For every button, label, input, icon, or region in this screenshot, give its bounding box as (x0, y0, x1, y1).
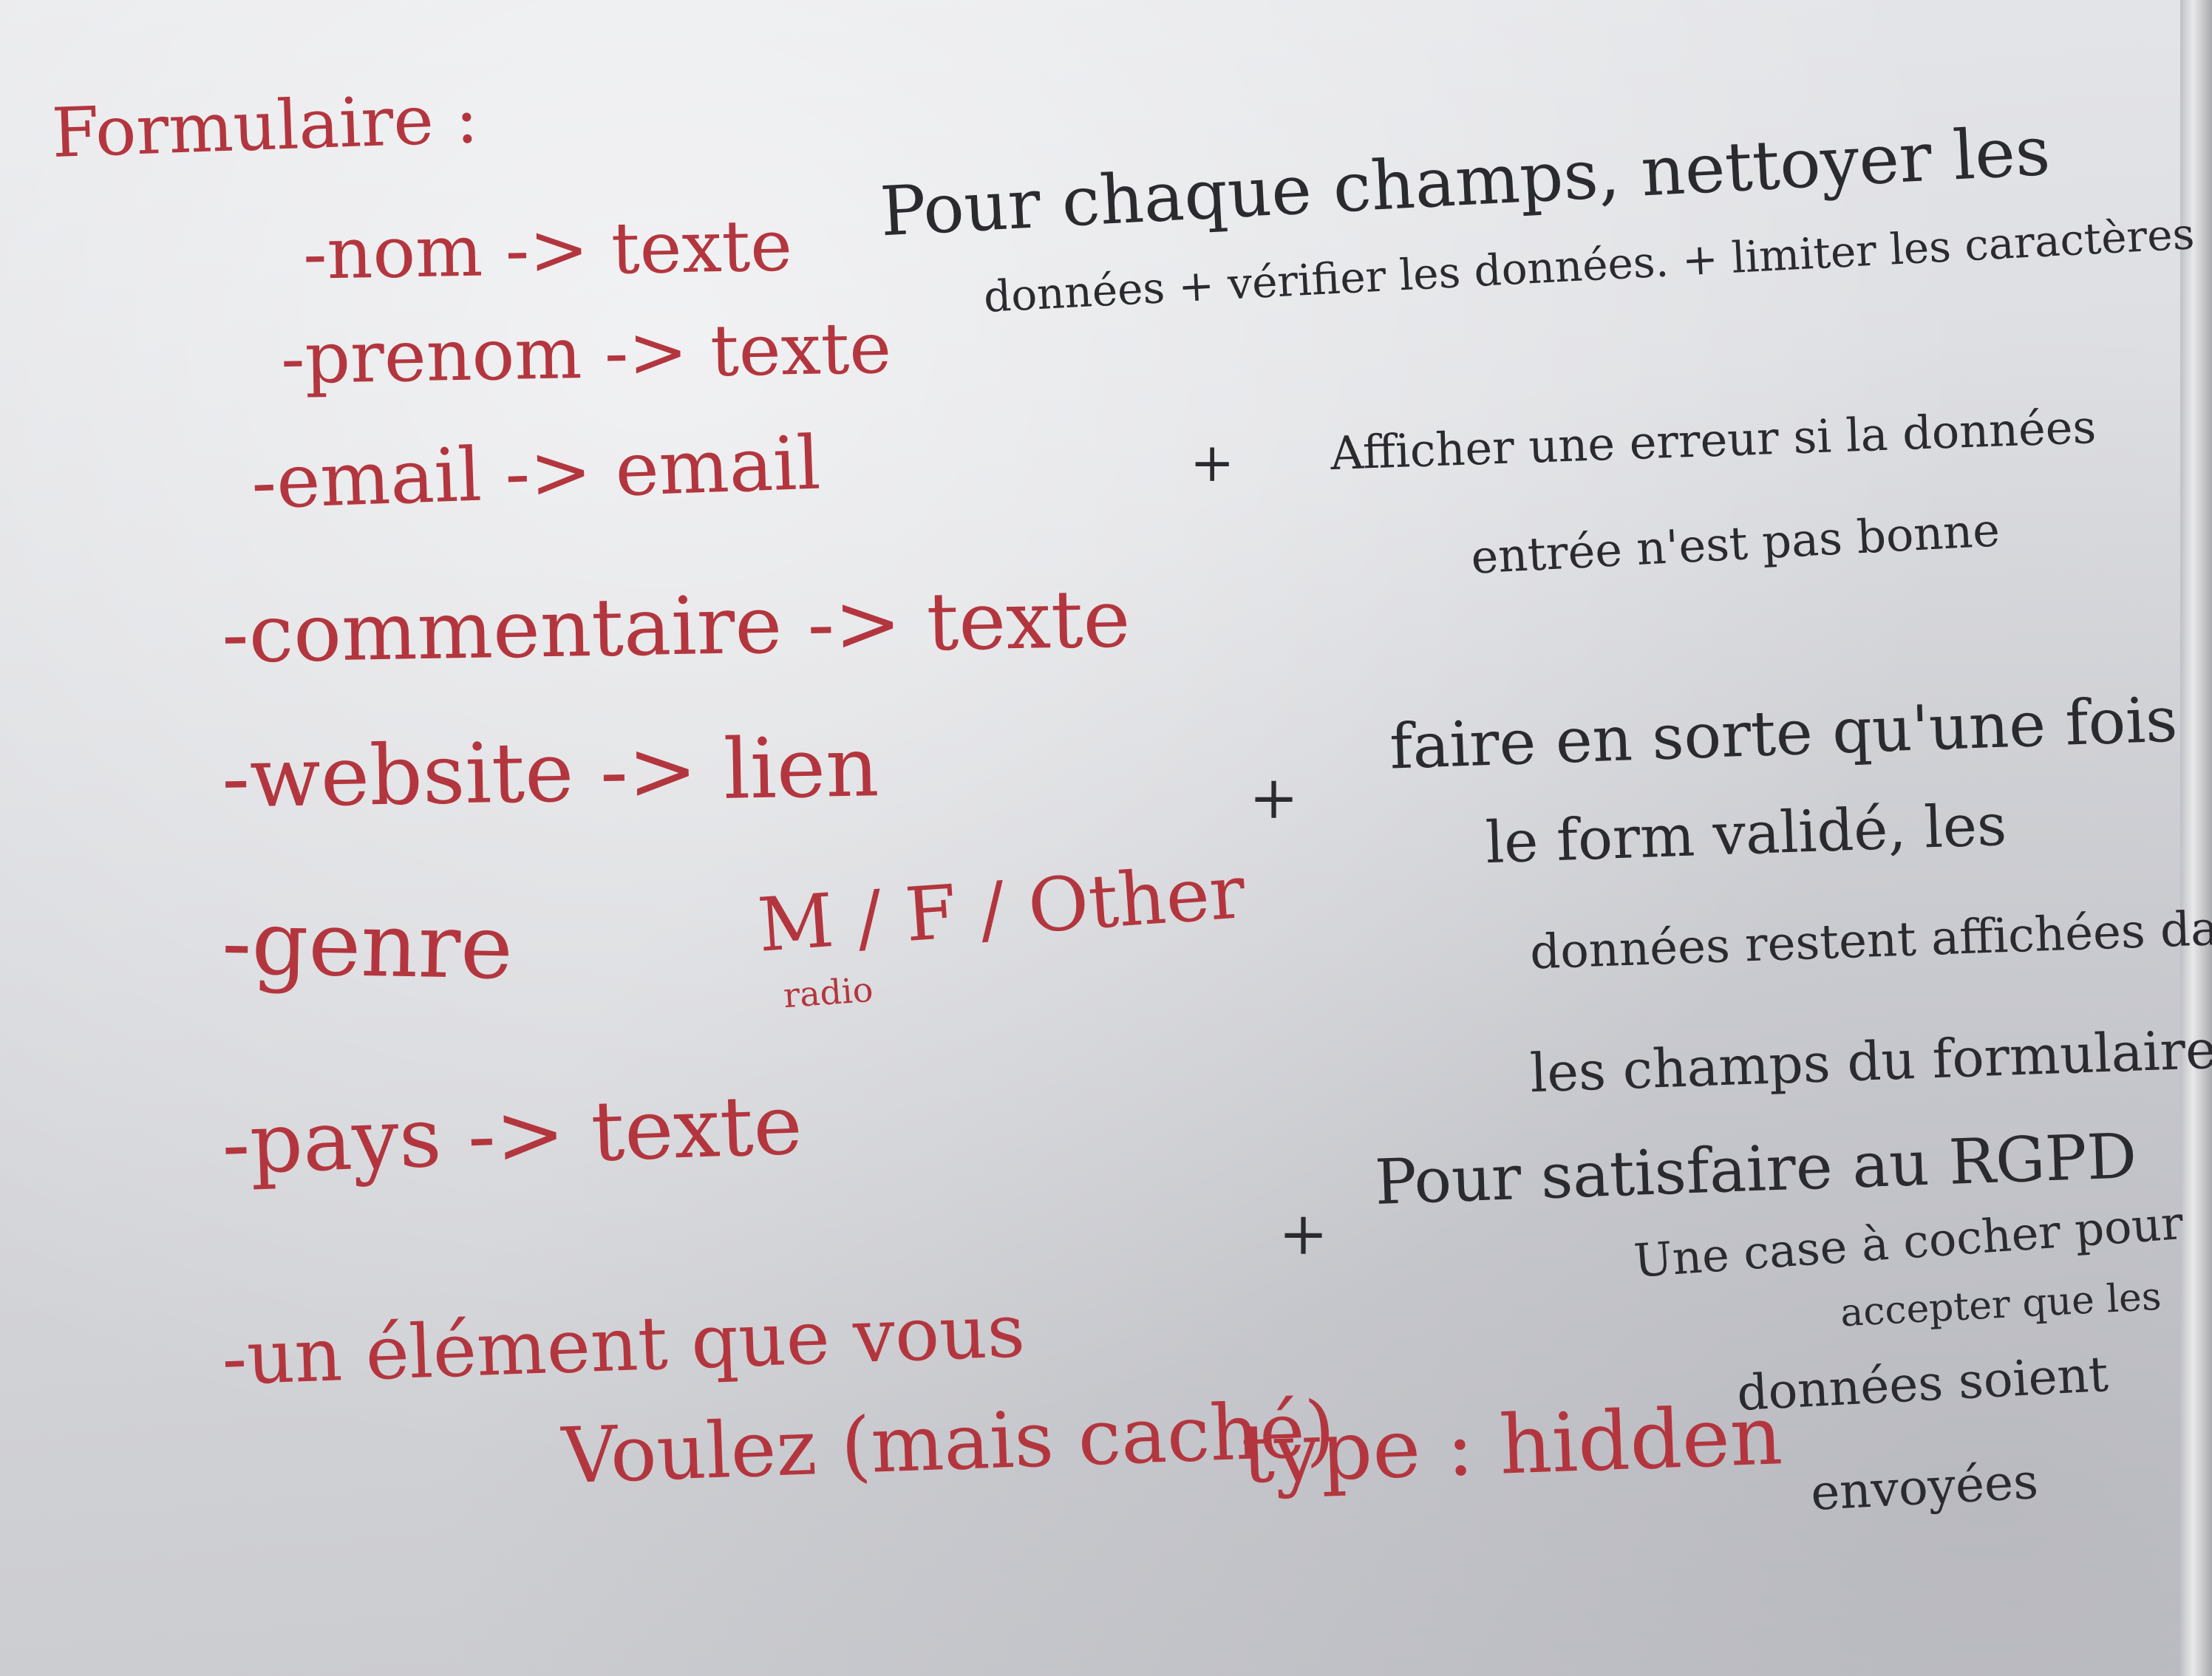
genre-note: radio (782, 969, 875, 1016)
form-title: Formulaire : (50, 78, 480, 174)
list-item-commentaire: -commentaire -> texte (220, 573, 1131, 681)
list-item-prenom: -prenom -> texte (280, 306, 892, 401)
genre-options: M / F / Other (755, 848, 1248, 969)
list-item-nom: -nom -> texte (302, 204, 793, 296)
note-error-line2: entrée n'est pas bonne (1469, 503, 2001, 585)
list-item-email: -email -> email (250, 419, 822, 526)
note-rgpd-line3: accepter que les (1839, 1274, 2162, 1336)
plus-sign-3: + (1279, 1199, 1329, 1268)
list-item-pays: -pays -> texte (220, 1077, 804, 1193)
plus-sign-1: + (1190, 432, 1235, 494)
plus-sign-2: + (1249, 763, 1299, 832)
note-keep-data-line4: les champs du formulaire (1528, 1018, 2212, 1105)
note-keep-data-line1: faire en sorte qu'une fois (1388, 683, 2179, 783)
whiteboard-frame-edge (2180, 0, 2212, 1676)
note-rgpd-line4: données soient (1735, 1345, 2110, 1423)
note-keep-data-line2: le form validé, les (1484, 791, 2008, 877)
hidden-element-type: type : hidden (1239, 1388, 1784, 1502)
note-rgpd-line1: Pour satisfaire au RGPD (1373, 1120, 2138, 1219)
note-rgpd-line2: Une case à cocher pour (1632, 1196, 2185, 1288)
hidden-element-line2: Voulez (mais caché) (560, 1383, 1337, 1502)
note-error-line1: Afficher une erreur si la données (1330, 399, 2097, 481)
list-item-website: -website -> lien (220, 719, 880, 827)
note-keep-data-line3: données restent affichées dans (1529, 899, 2212, 981)
list-item-genre: -genre (220, 891, 514, 1000)
list-item-hidden-element: -un élément que vous (220, 1287, 1027, 1402)
note-rgpd-line5: envoyées (1809, 1452, 2040, 1522)
